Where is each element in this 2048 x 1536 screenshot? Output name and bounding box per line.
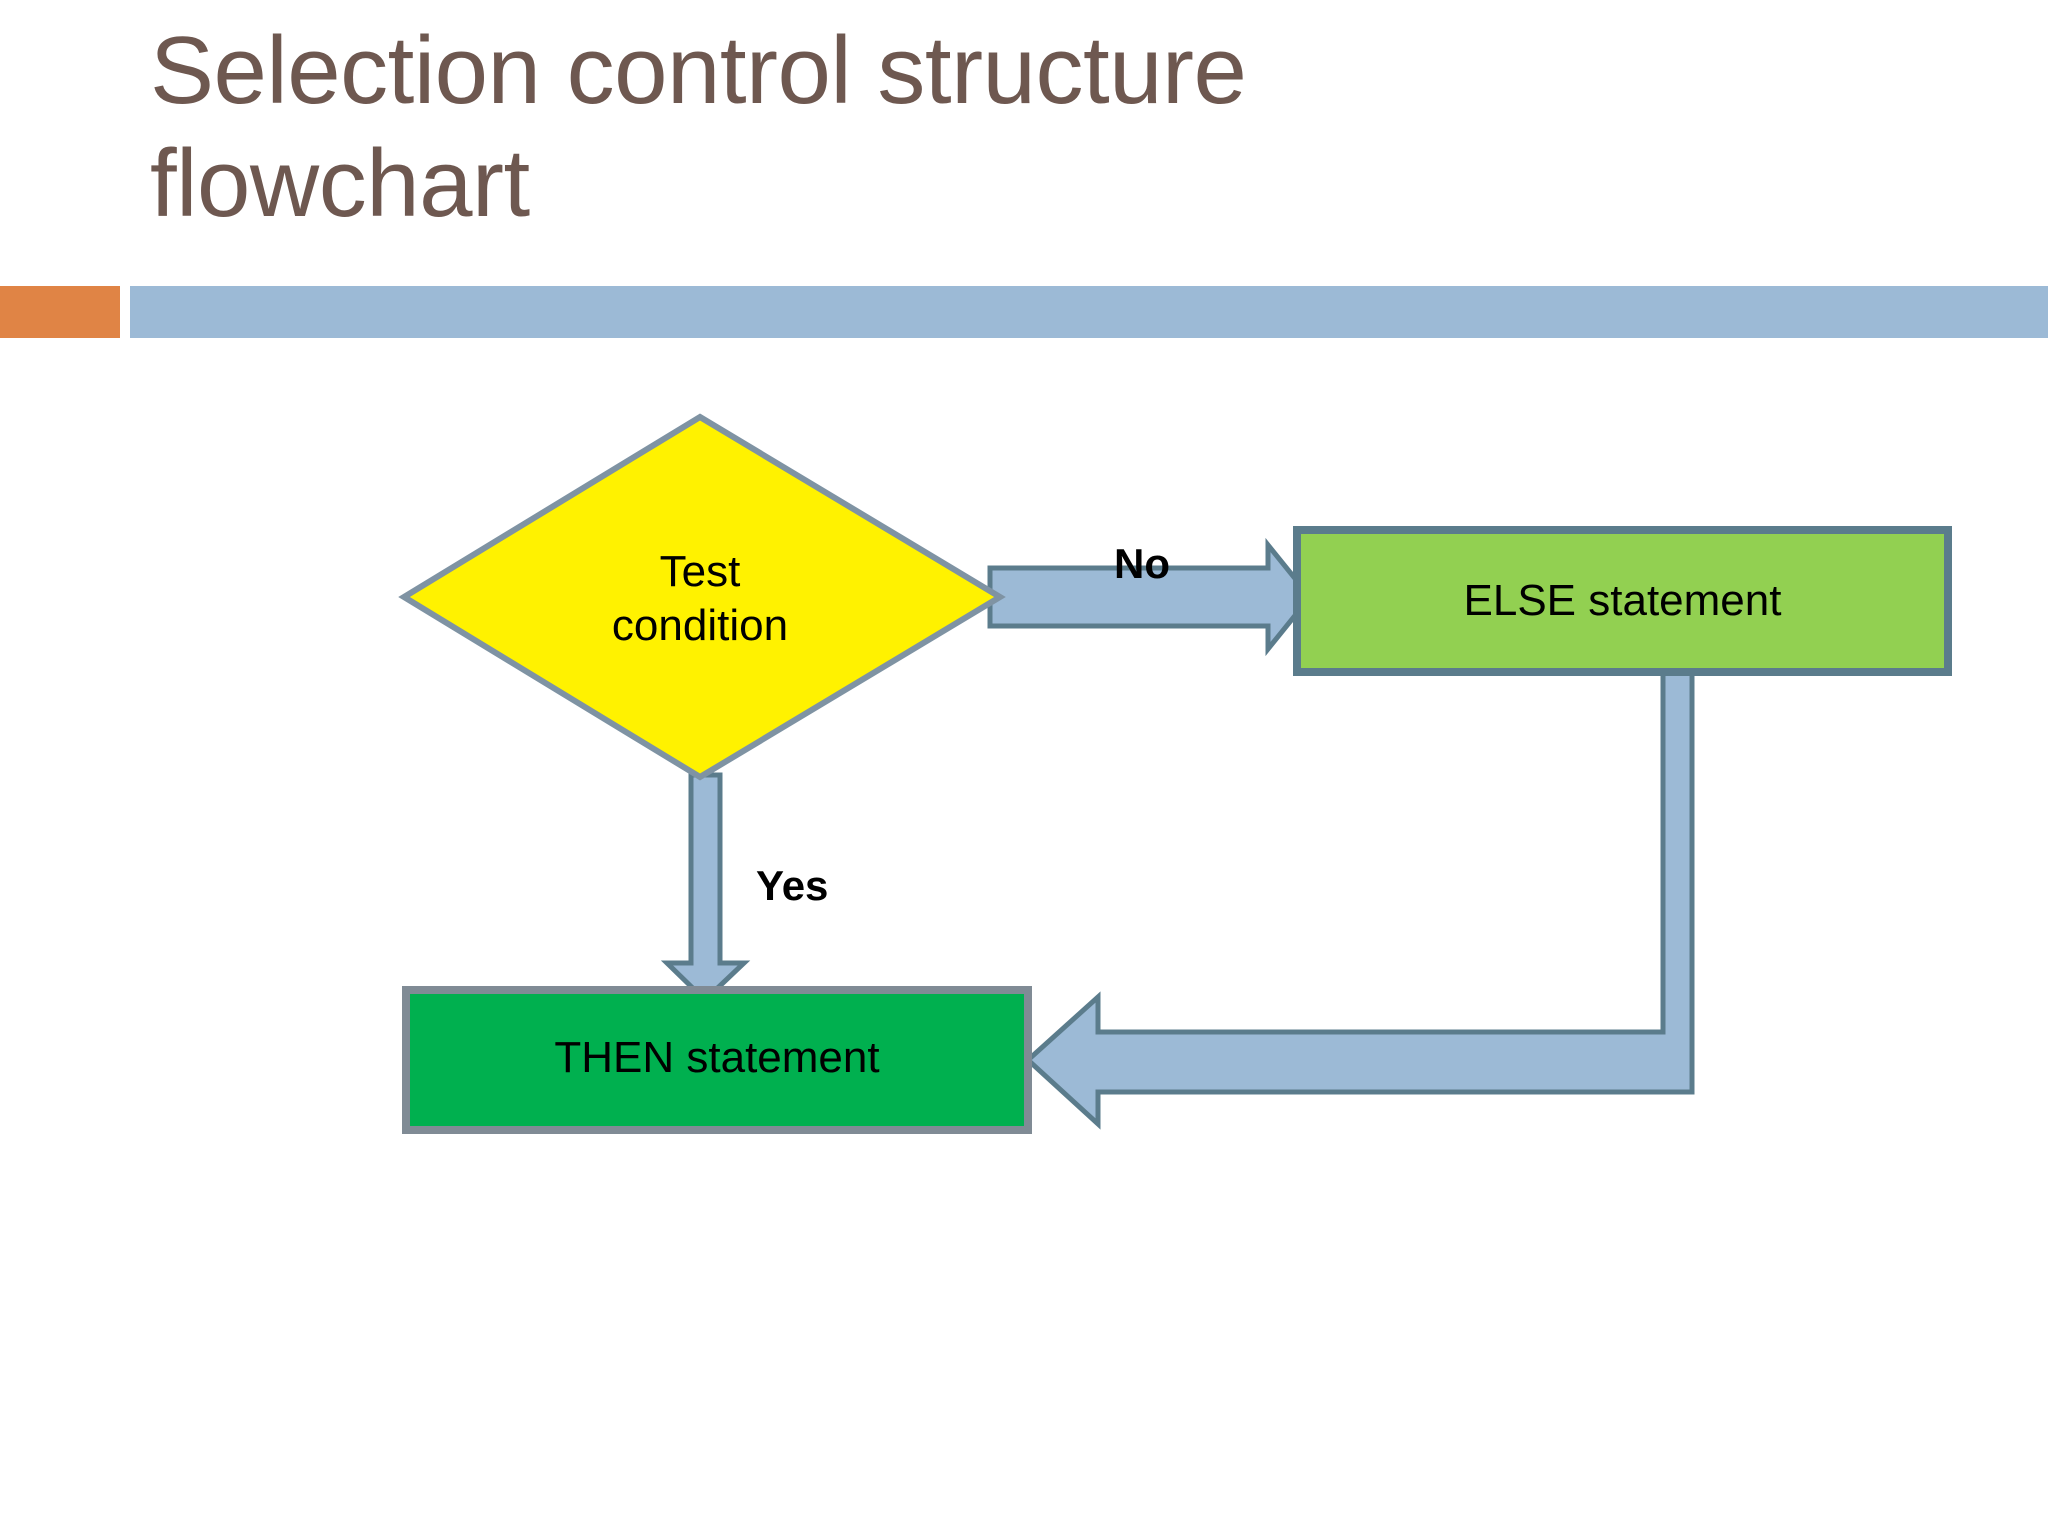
node-test-condition[interactable] [398,413,1006,781]
accent-bar-blue [130,286,2048,338]
node-then-statement[interactable] [402,986,1032,1134]
edge-return-arrow [1024,659,1695,1130]
edge-label-yes: Yes [756,862,829,909]
page-title: Selection control structure flowchart [150,17,1273,238]
edge-label-no: No [1114,540,1170,587]
edge-yes-arrow [660,772,751,1004]
accent-bar-orange [0,286,120,338]
edge-no-arrow [987,537,1314,657]
node-else-statement[interactable] [1293,526,1952,676]
